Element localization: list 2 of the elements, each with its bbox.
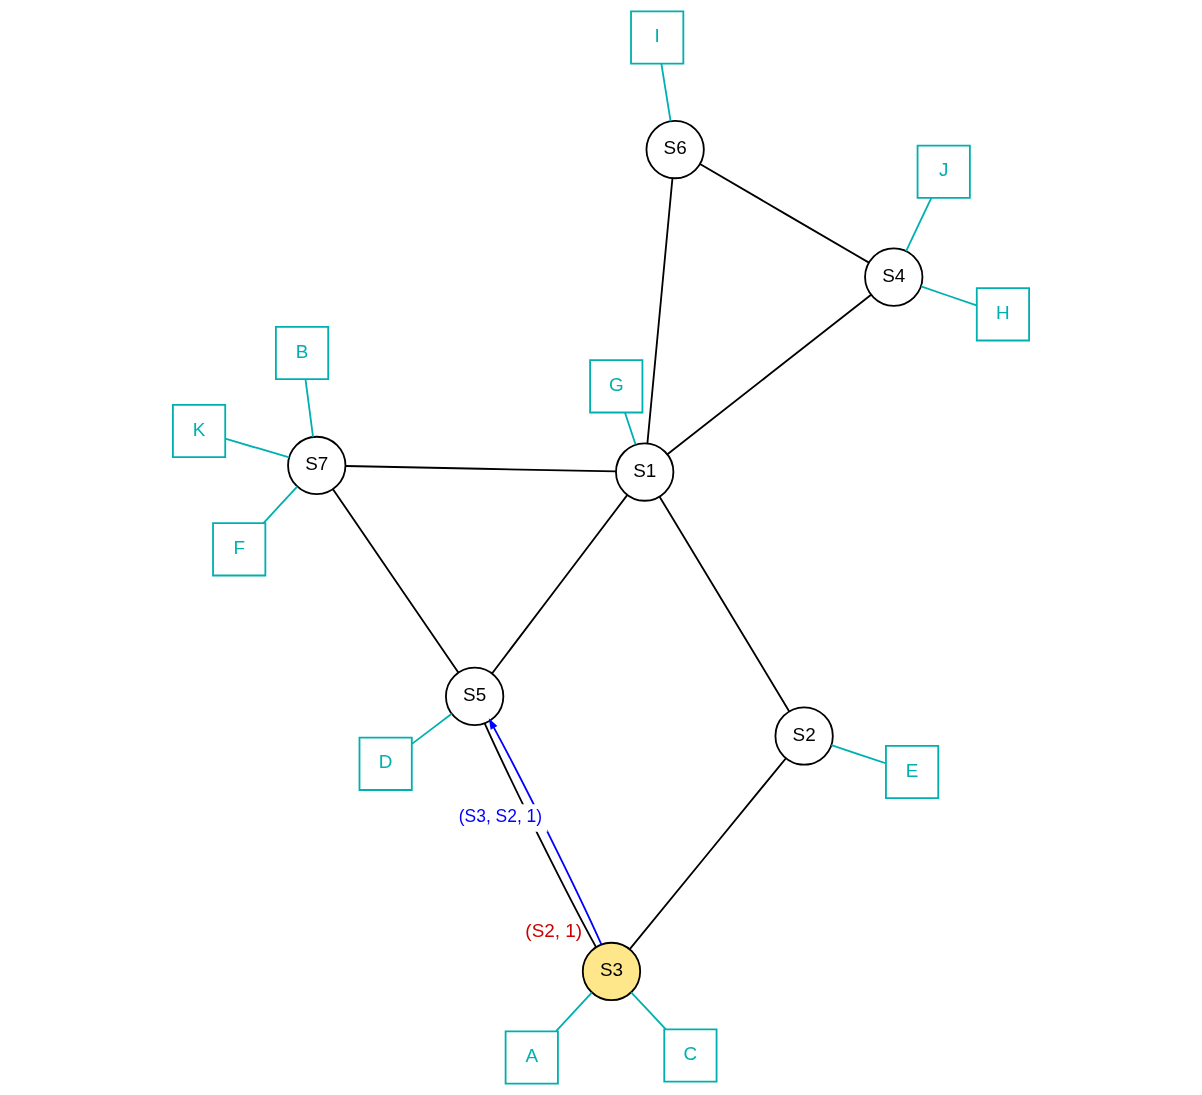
node-label: (S2, 1) <box>525 919 583 941</box>
edge-label: (S3, S2, 1) <box>458 806 543 827</box>
